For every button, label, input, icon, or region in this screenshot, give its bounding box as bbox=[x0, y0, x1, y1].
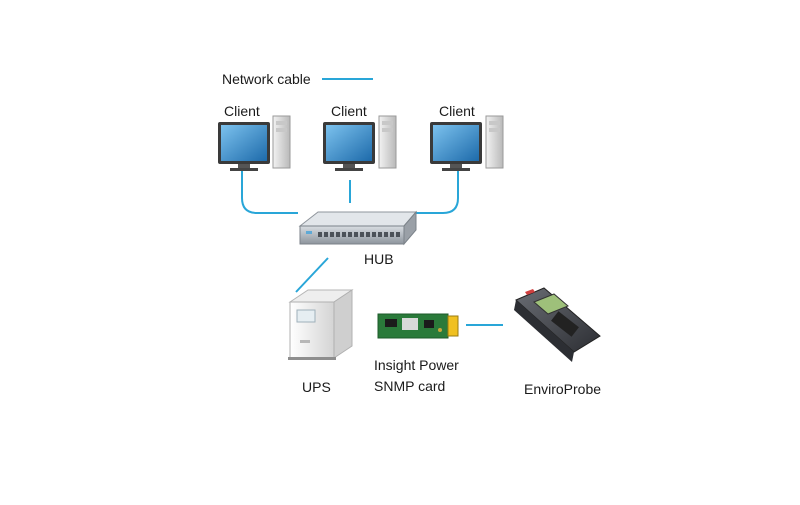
client-computer-3 bbox=[430, 115, 504, 171]
snmp-label-line2: SNMP card bbox=[374, 378, 446, 394]
enviroprobe-device bbox=[514, 287, 601, 362]
client-2-label: Client bbox=[331, 103, 367, 119]
enviroprobe-label: EnviroProbe bbox=[524, 381, 602, 397]
snmp-card bbox=[377, 313, 459, 339]
client-1-label: Client bbox=[224, 103, 260, 119]
ups-device bbox=[288, 289, 354, 360]
hub-device bbox=[298, 210, 418, 246]
hub-ports bbox=[318, 232, 400, 237]
client-3-label: Client bbox=[439, 103, 475, 119]
cable-hub-ups bbox=[295, 257, 329, 293]
snmp-label-line1: Insight Power bbox=[374, 357, 459, 373]
legend-label: Network cable bbox=[222, 71, 311, 87]
hub-label: HUB bbox=[364, 251, 394, 267]
cable-client-3-hub bbox=[416, 170, 459, 214]
client-computer-1 bbox=[218, 115, 291, 171]
ups-label: UPS bbox=[302, 379, 331, 395]
probe-keypad bbox=[551, 311, 579, 337]
client-computer-2 bbox=[323, 115, 397, 171]
cable-client-1-hub bbox=[241, 170, 298, 214]
